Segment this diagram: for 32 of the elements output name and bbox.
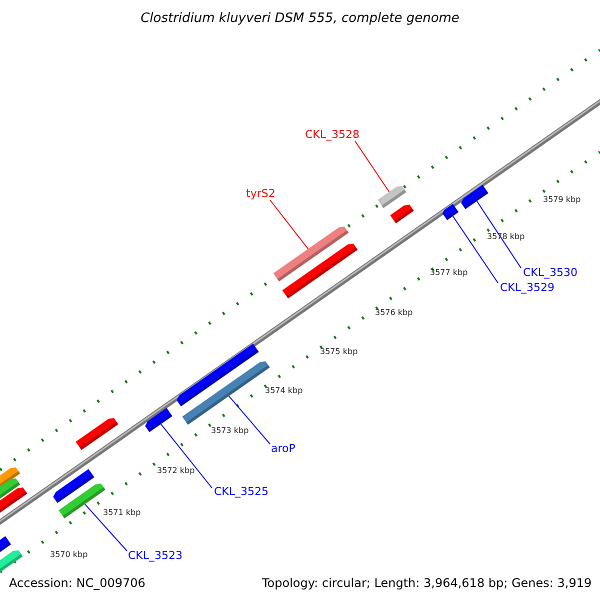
scale-label: 3574 kbp (265, 387, 303, 395)
leader-line (476, 200, 522, 268)
gene-label: CKL_3525 (214, 486, 269, 497)
gene-label: CKL_3530 (523, 267, 578, 278)
gene-label: CKL_3528 (305, 129, 360, 140)
gene-segment (58, 484, 106, 518)
leader-line (84, 504, 128, 552)
gene-segment (378, 186, 406, 208)
title: Clostridium kluyveri DSM 555, complete genome (140, 12, 460, 25)
leader-line (452, 216, 498, 284)
scale-label: 3572 kbp (157, 467, 195, 475)
gene-label: CKL_3523 (128, 550, 183, 561)
gene-segment (461, 184, 488, 210)
footer-text: Topology: circular; Length: 3,964,618 bp; Genes: 3,919 (262, 577, 592, 589)
scale-label: 3579 kbp (543, 196, 581, 204)
scale-label: 3577 kbp (430, 269, 468, 277)
leader-line (228, 396, 270, 444)
footer-text: Accession: NC_009706 (9, 577, 146, 589)
leader-line (160, 424, 212, 488)
scale-label: 3573 kbp (211, 427, 249, 435)
leader-line (270, 200, 309, 250)
gene-segment (442, 204, 459, 220)
gene-label: CKL_3529 (500, 282, 555, 293)
gene-segment (273, 226, 349, 282)
scale-label: 3575 kbp (320, 348, 358, 356)
scale-label: 3576 kbp (375, 309, 413, 317)
scale-label: 3571 kbp (103, 509, 141, 517)
gene-label: tyrS2 (246, 188, 276, 199)
gene-label: aroP (271, 443, 296, 454)
scale-label: 3570 kbp (50, 551, 88, 559)
leader-line (354, 140, 390, 192)
gene-segment (145, 408, 172, 432)
